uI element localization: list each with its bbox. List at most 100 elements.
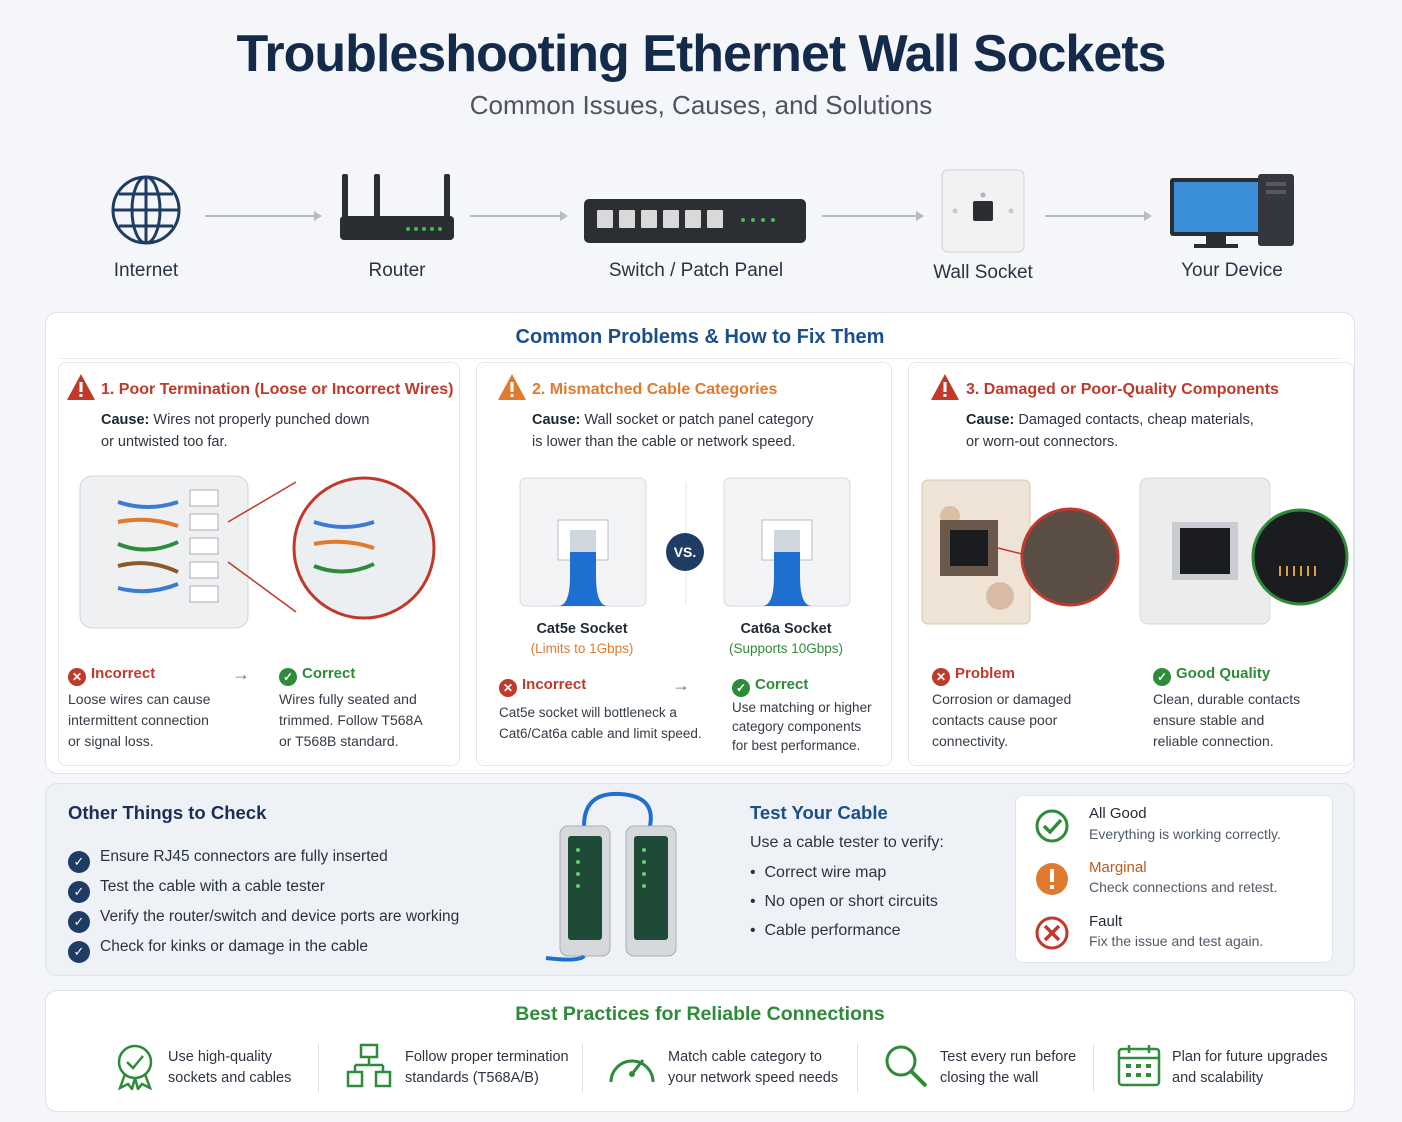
magnifier-icon bbox=[885, 1045, 928, 1088]
network-diagram-icon bbox=[346, 1043, 392, 1088]
flow-arrow bbox=[1045, 211, 1152, 221]
flow-label-router: Router bbox=[368, 260, 426, 281]
other-checks-heading: Other Things to Check bbox=[68, 802, 267, 823]
cat6a-socket-label: Cat6a Socket bbox=[740, 621, 832, 637]
cat6a-socket-note: (Supports 10Gbps) bbox=[728, 641, 844, 656]
problem-title-1: 1. Poor Termination (Loose or Incorrect … bbox=[101, 381, 454, 398]
divider bbox=[1093, 1044, 1094, 1092]
test-cable-item: • Cable performance bbox=[750, 922, 901, 939]
best-practice-item: Use high-quality sockets and cables bbox=[168, 1047, 291, 1089]
speedometer-icon bbox=[609, 1059, 655, 1083]
warning-icon bbox=[67, 374, 95, 400]
verdict-label: Problem bbox=[955, 665, 1016, 682]
arrow-right-icon: → bbox=[672, 675, 690, 695]
award-ribbon-icon bbox=[117, 1044, 153, 1090]
verdict-correct-2: ✓Correct bbox=[732, 676, 808, 697]
globe-icon bbox=[111, 175, 181, 245]
flow-arrow bbox=[822, 211, 924, 221]
desc-line: reliable connection. bbox=[1153, 733, 1274, 749]
problem-cause-3: Cause: Damaged contacts, cheap materials… bbox=[966, 409, 1254, 453]
flow-label-wall-socket: Wall Socket bbox=[933, 262, 1033, 283]
correct-desc-2: Use matching or higher category componen… bbox=[732, 698, 872, 755]
warning-icon bbox=[498, 374, 526, 400]
check-circle-icon: ✓ bbox=[68, 881, 90, 903]
check-circle-icon bbox=[1035, 809, 1069, 843]
flow-arrow bbox=[205, 211, 322, 221]
test-cable-heading: Test Your Cable bbox=[750, 802, 888, 823]
router-icon bbox=[340, 174, 454, 240]
check-circle-icon: ✓ bbox=[68, 941, 90, 963]
problem-cause-2: Cause: Wall socket or patch panel catego… bbox=[532, 409, 814, 453]
verdict-incorrect-2: ✕Incorrect bbox=[499, 676, 586, 697]
check-circle-icon: ✓ bbox=[68, 851, 90, 873]
bp-line: sockets and cables bbox=[168, 1070, 292, 1086]
check-item: ✓ Check for kinks or damage in the cable bbox=[68, 938, 368, 963]
verdict-label: Good Quality bbox=[1176, 665, 1271, 682]
desc-line: Cat5e socket will bottleneck a bbox=[499, 705, 677, 720]
correct-desc-1: Wires fully seated and trimmed. Follow T… bbox=[279, 689, 423, 752]
bp-line: Follow proper termination bbox=[405, 1049, 569, 1065]
test-item-text: No open or short circuits bbox=[764, 893, 938, 910]
verdict-label: Correct bbox=[302, 665, 356, 682]
best-practice-item: Plan for future upgrades and scalability bbox=[1172, 1047, 1328, 1089]
bp-line: Match cable category to bbox=[668, 1049, 822, 1065]
verdict-good-3: ✓Good Quality bbox=[1153, 665, 1270, 686]
x-icon: ✕ bbox=[932, 668, 950, 686]
bp-line: closing the wall bbox=[940, 1070, 1039, 1086]
check-item: ✓ Test the cable with a cable tester bbox=[68, 878, 325, 903]
check-item-text: Test the cable with a cable tester bbox=[100, 878, 325, 895]
divider bbox=[857, 1044, 858, 1092]
incorrect-desc-2: Cat5e socket will bottleneck a Cat6/Cat6… bbox=[499, 702, 702, 744]
test-cable-item: • No open or short circuits bbox=[750, 893, 938, 910]
desc-line: trimmed. Follow T568A bbox=[279, 712, 423, 728]
common-problems-heading: Common Problems & How to Fix Them bbox=[515, 326, 885, 348]
flow-label-device: Your Device bbox=[1181, 260, 1283, 281]
socket-comparison-illustration bbox=[519, 477, 851, 607]
best-practices-panel bbox=[45, 990, 1355, 1112]
cause-text: or untwisted too far. bbox=[101, 434, 228, 450]
best-practice-item: Follow proper termination standards (T56… bbox=[405, 1047, 569, 1089]
verdict-label: Correct bbox=[755, 676, 809, 693]
cause-text: or worn-out connectors. bbox=[966, 434, 1119, 450]
check-item-text: Check for kinks or damage in the cable bbox=[100, 938, 368, 955]
cat5e-socket-note: (Limits to 1Gbps) bbox=[530, 641, 634, 656]
desc-line: intermittent connection bbox=[68, 712, 209, 728]
desc-line: Clean, durable contacts bbox=[1153, 691, 1301, 707]
cause-label: Cause: bbox=[966, 412, 1015, 428]
divider bbox=[318, 1044, 319, 1092]
problem-cause-1: Cause: Wires not properly punched down o… bbox=[101, 409, 369, 453]
cause-text: Damaged contacts, cheap materials, bbox=[1018, 412, 1254, 428]
test-item-text: Correct wire map bbox=[764, 864, 887, 881]
bp-line: and scalability bbox=[1172, 1070, 1264, 1086]
divider bbox=[60, 358, 1340, 359]
computer-icon bbox=[1170, 174, 1294, 248]
test-cable-item: • Correct wire map bbox=[750, 864, 887, 881]
desc-line: contacts cause poor bbox=[932, 712, 1058, 728]
page-title: Troubleshooting Ethernet Wall Sockets bbox=[236, 25, 1167, 83]
result-desc-good: Everything is working correctly. bbox=[1089, 826, 1281, 842]
cable-tester-icon bbox=[545, 791, 677, 962]
exclamation-circle-icon bbox=[1036, 863, 1068, 895]
problem-title-3: 3. Damaged or Poor-Quality Components bbox=[966, 381, 1279, 398]
check-item: ✓Verify the router/switch and device por… bbox=[68, 908, 459, 933]
test-cable-intro: Use a cable tester to verify: bbox=[750, 834, 944, 851]
verdict-problem-3: ✕ Problem bbox=[932, 665, 1015, 686]
incorrect-desc-1: Loose wires can cause intermittent conne… bbox=[68, 689, 210, 752]
verdict-incorrect-1: ✕Incorrect bbox=[68, 665, 155, 686]
wall-socket-icon bbox=[941, 169, 1025, 253]
cause-text: Wall socket or patch panel category bbox=[584, 412, 814, 428]
cause-label: Cause: bbox=[532, 412, 581, 428]
problem-title-2: 2. Mismatched Cable Categories bbox=[532, 381, 778, 398]
x-icon: ✕ bbox=[68, 668, 86, 686]
result-desc-fault: Fix the issue and test again. bbox=[1089, 933, 1264, 949]
check-item: ✓Ensure RJ45 connectors are fully insert… bbox=[68, 848, 388, 873]
desc-line: connectivity. bbox=[932, 733, 1008, 749]
cause-text: Wires not properly punched down bbox=[153, 412, 370, 428]
warning-icon bbox=[931, 374, 959, 400]
cat5e-socket-label: Cat5e Socket bbox=[536, 621, 628, 637]
best-practice-item: Test every run before closing the wall bbox=[940, 1047, 1076, 1089]
keystone-wiring-illustration bbox=[79, 475, 436, 629]
x-icon: ✕ bbox=[499, 679, 517, 697]
problem-desc-3: Corrosion or damaged contacts cause poor… bbox=[932, 689, 1071, 752]
vs-badge: VS. bbox=[666, 533, 704, 571]
